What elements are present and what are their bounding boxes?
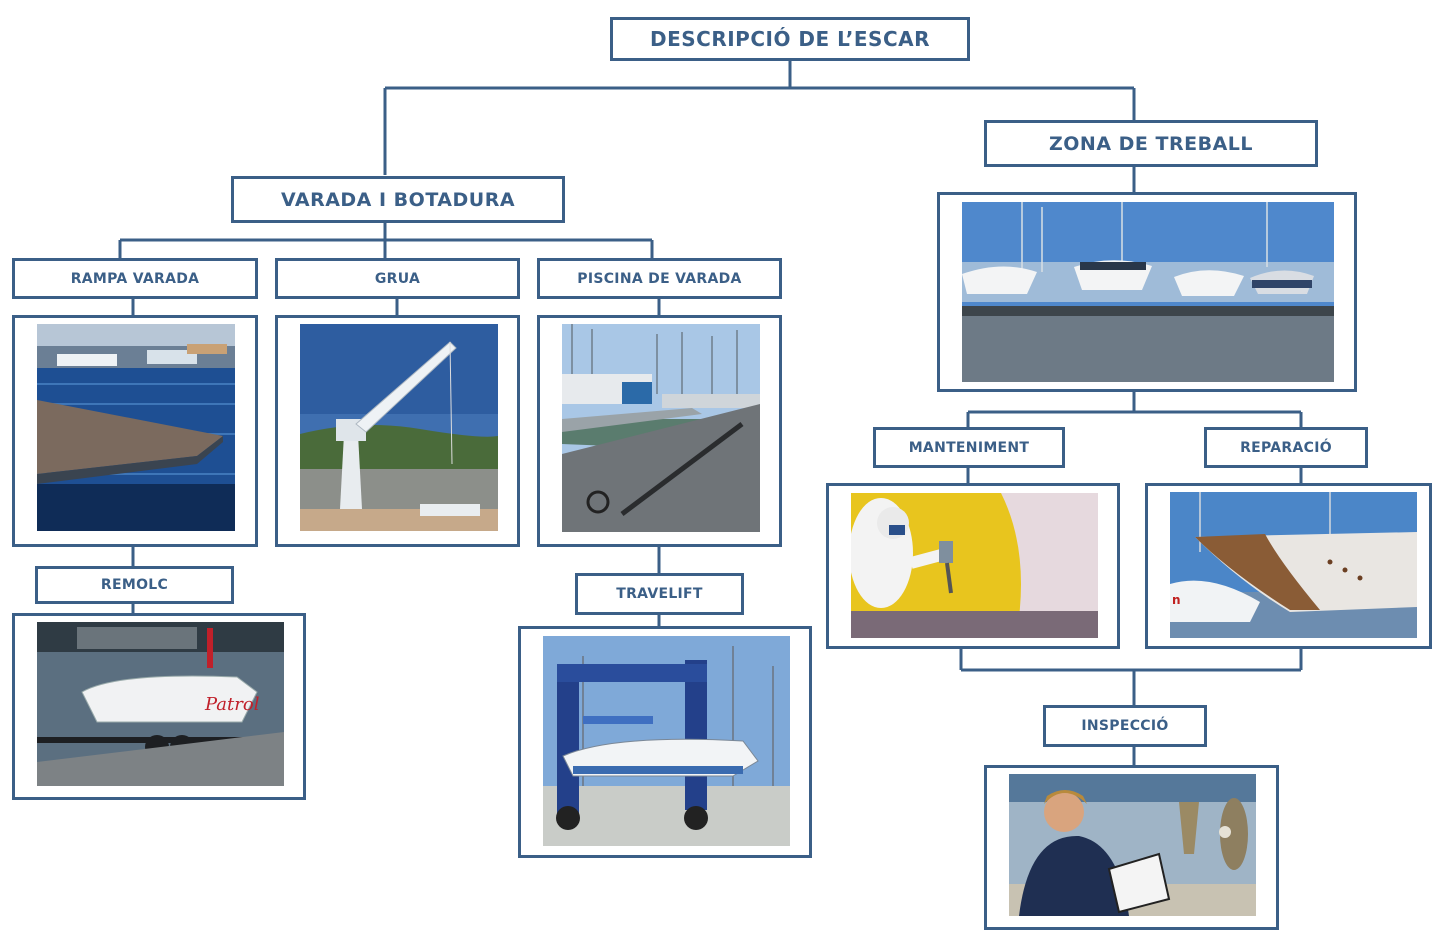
travelift-label: TRAVELIFT bbox=[616, 586, 703, 602]
travelift-photo bbox=[543, 636, 790, 846]
svg-text:n: n bbox=[1172, 593, 1181, 607]
reparacio-photo: n bbox=[1170, 492, 1417, 638]
reparacio-label-box: REPARACIÓ bbox=[1204, 427, 1368, 468]
piscina-label-box: PISCINA DE VARADA bbox=[537, 258, 782, 299]
reparacio-label: REPARACIÓ bbox=[1240, 439, 1332, 456]
grua-photo bbox=[300, 324, 498, 531]
varada-title-box: VARADA I BOTADURA bbox=[231, 176, 565, 223]
zona-title-box: ZONA DE TREBALL bbox=[984, 120, 1318, 167]
manteniment-photo bbox=[851, 493, 1098, 638]
zona-title: ZONA DE TREBALL bbox=[1049, 132, 1253, 155]
inspeccio-photo bbox=[1009, 774, 1256, 916]
zona-photo bbox=[962, 202, 1334, 382]
rampa-photo bbox=[37, 324, 235, 531]
inspeccio-label-box: INSPECCIÓ bbox=[1043, 705, 1207, 747]
piscina-label: PISCINA DE VARADA bbox=[577, 270, 742, 287]
svg-text:Patrol: Patrol bbox=[204, 694, 260, 715]
remolc-photo: Patrol bbox=[37, 622, 284, 786]
root-title: DESCRIPCIÓ DE L’ESCAR bbox=[649, 27, 931, 51]
inspeccio-label: INSPECCIÓ bbox=[1081, 718, 1169, 734]
grua-label: GRUA bbox=[374, 270, 421, 287]
varada-title: VARADA I BOTADURA bbox=[280, 188, 516, 211]
remolc-label: REMOLC bbox=[100, 577, 169, 593]
manteniment-label: MANTENIMENT bbox=[908, 439, 1030, 456]
travelift-label-box: TRAVELIFT bbox=[575, 573, 744, 615]
grua-label-box: GRUA bbox=[275, 258, 520, 299]
manteniment-label-box: MANTENIMENT bbox=[873, 427, 1065, 468]
root-title-box: DESCRIPCIÓ DE L’ESCAR bbox=[610, 17, 970, 61]
rampa-label: RAMPA VARADA bbox=[70, 270, 200, 287]
remolc-label-box: REMOLC bbox=[35, 566, 234, 604]
rampa-label-box: RAMPA VARADA bbox=[12, 258, 258, 299]
piscina-photo bbox=[562, 324, 760, 532]
